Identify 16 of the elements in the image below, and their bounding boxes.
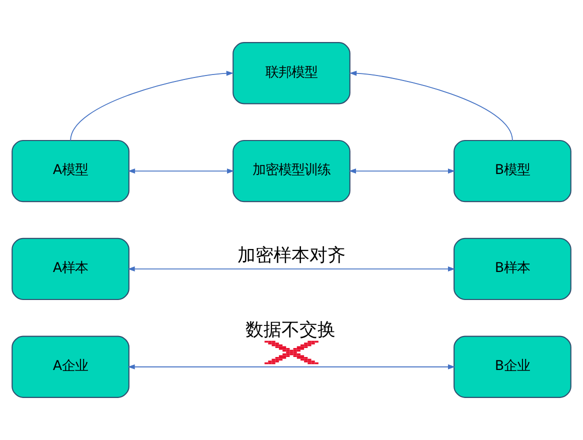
node-box: A企业 <box>12 336 130 398</box>
edge-label: 数据不交换 <box>246 319 336 340</box>
arrow <box>348 168 456 174</box>
node-box: 加密模型训练 <box>232 140 350 202</box>
arrow <box>128 168 234 174</box>
node-box: B样本 <box>454 238 572 300</box>
arrow <box>349 70 513 141</box>
node-box: B企业 <box>454 336 572 398</box>
arrow <box>128 364 456 370</box>
node-box: A模型 <box>12 140 130 202</box>
edge-label: 加密样本对齐 <box>238 244 346 266</box>
arrow <box>128 266 456 272</box>
node-box: B模型 <box>454 140 572 202</box>
arrow <box>70 70 234 141</box>
node-box: A样本 <box>12 238 130 300</box>
node-box: 联邦模型 <box>232 42 350 104</box>
